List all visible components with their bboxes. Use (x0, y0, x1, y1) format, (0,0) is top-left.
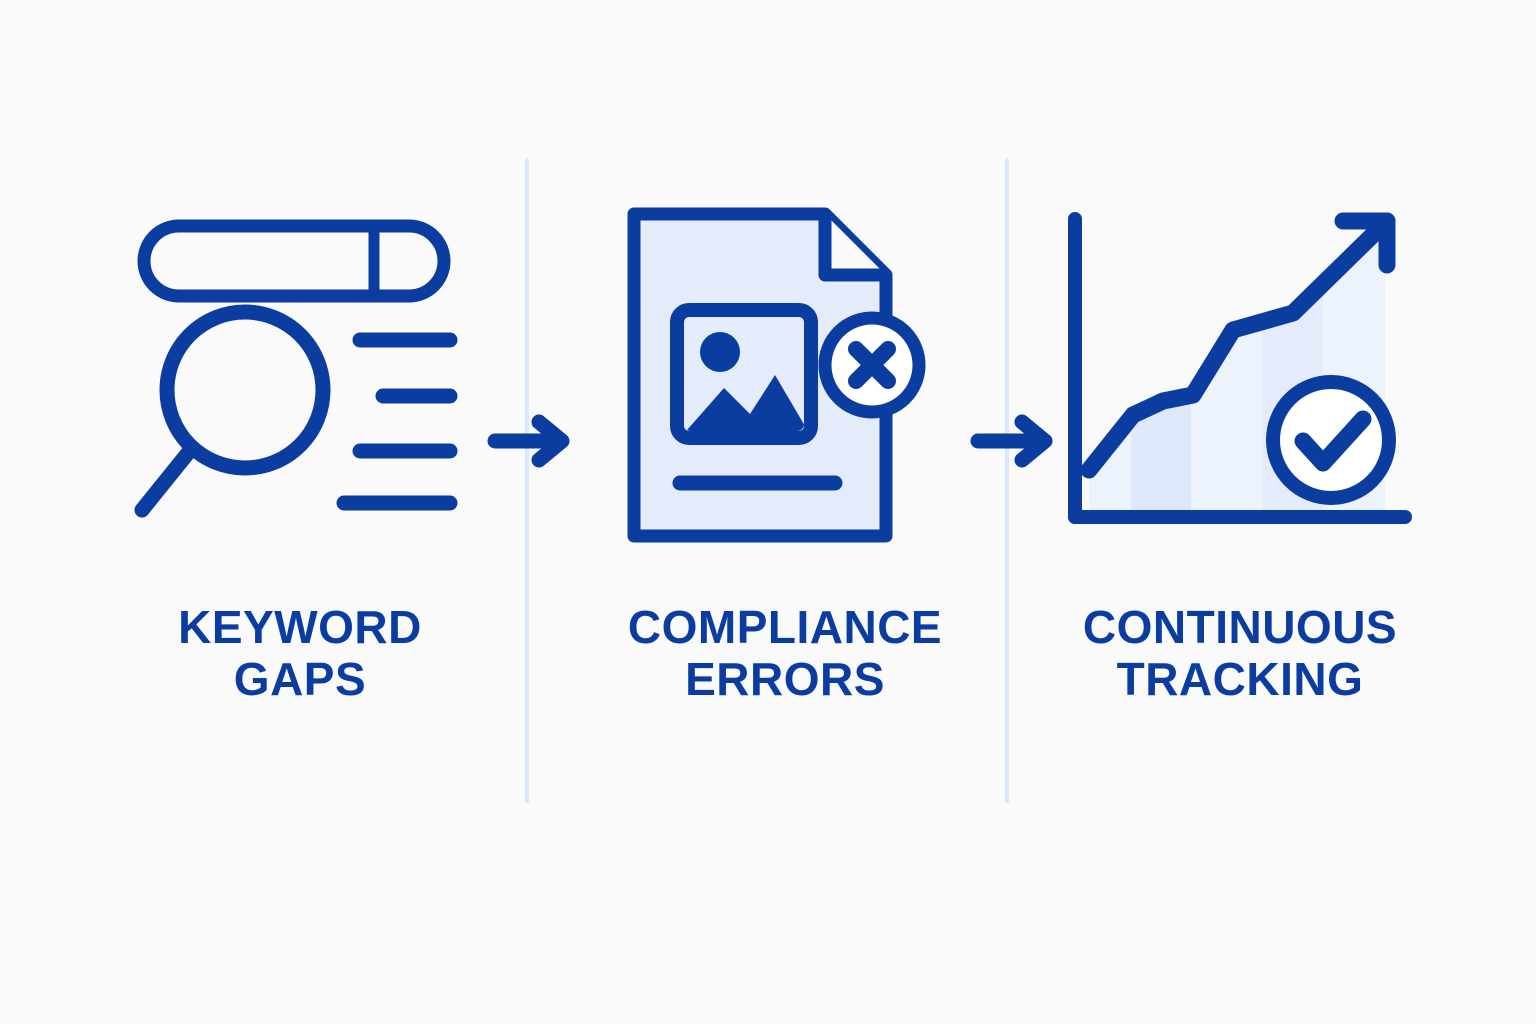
step-panel-keyword-gaps: KEYWORD GAPS (90, 200, 510, 780)
verified-check-badge-shape (1266, 375, 1396, 505)
step-label-compliance-errors: COMPLIANCE ERRORS (627, 601, 943, 705)
arrow-right-icon-2 (968, 412, 1068, 470)
step-label-keyword-gaps: KEYWORD GAPS (178, 601, 422, 705)
step-label-continuous-tracking: CONTINUOUS TRACKING (1082, 601, 1398, 705)
image-placeholder-shape (670, 303, 818, 445)
error-badge-shape (818, 311, 926, 419)
result-lines-shape (336, 332, 458, 511)
vertical-divider-1 (525, 158, 529, 803)
chart-axes-shape (1068, 212, 1412, 524)
chart-arrowhead-shape (1334, 212, 1396, 274)
step-panel-compliance-errors: COMPLIANCE ERRORS (575, 200, 995, 780)
chart-trend-line (1080, 214, 1394, 479)
search-bar-shape (137, 219, 451, 303)
document-image-error-icon (585, 200, 985, 550)
growth-chart-verified-icon (1040, 200, 1440, 550)
step-panel-continuous-tracking: CONTINUOUS TRACKING (1030, 200, 1450, 780)
chart-area-fill (1089, 219, 1385, 517)
magnifier-shape (134, 304, 331, 518)
search-magnifier-with-results-icon (100, 200, 500, 550)
arrow-right-icon-1 (485, 412, 585, 470)
vertical-divider-2 (1005, 158, 1009, 803)
